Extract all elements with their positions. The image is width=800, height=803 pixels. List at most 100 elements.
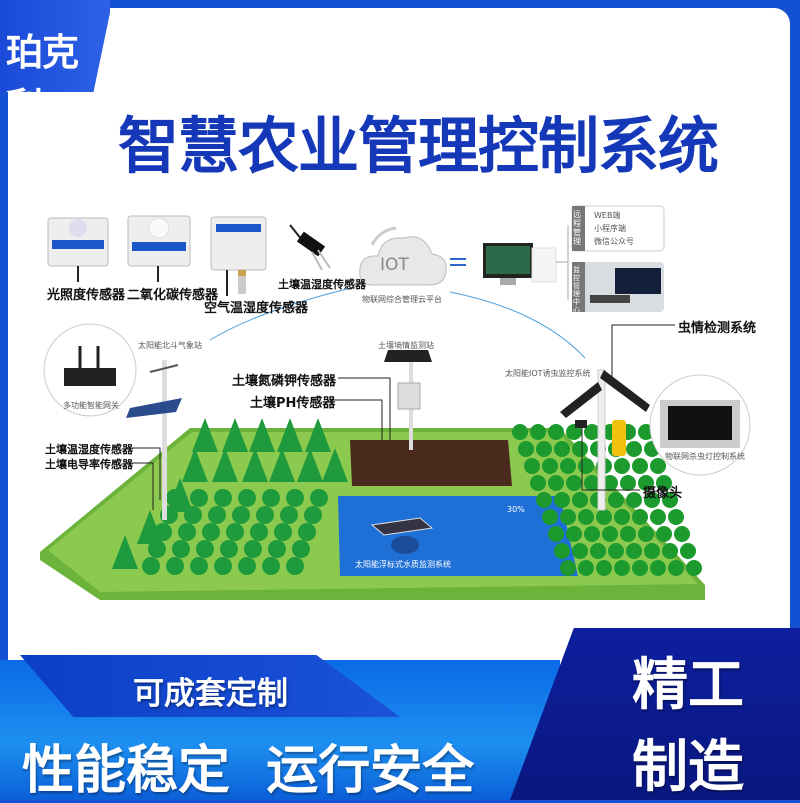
- bush-icon: [286, 489, 304, 507]
- bush-icon: [614, 458, 630, 474]
- bush-icon: [644, 543, 660, 559]
- bush-icon: [668, 509, 684, 525]
- co2-sensor-icon: [127, 215, 191, 282]
- bush-icon: [662, 543, 678, 559]
- link-curve: [209, 286, 356, 341]
- bush-icon: [536, 492, 552, 508]
- bush-icon: [244, 540, 262, 558]
- remote-title: 远程管理: [573, 210, 581, 246]
- bush-icon: [560, 560, 576, 576]
- bush-icon: [250, 523, 268, 541]
- bush-icon: [584, 475, 600, 491]
- bush-icon: [268, 540, 286, 558]
- cloud-label: 物联网综合管理云平台: [362, 295, 442, 304]
- bush-icon: [262, 557, 280, 575]
- bush-icon: [650, 458, 666, 474]
- bush-icon: [190, 557, 208, 575]
- bush-icon: [542, 509, 558, 525]
- light-sensor-icon: [47, 217, 109, 282]
- bush-icon: [196, 540, 214, 558]
- iot-cloud-icon: [359, 226, 447, 286]
- bush-icon: [238, 489, 256, 507]
- bush-icon: [650, 509, 666, 525]
- bush-icon: [548, 424, 564, 440]
- bush-icon: [638, 475, 654, 491]
- camera-icon: [575, 420, 587, 428]
- camera-label: 摄像头: [643, 486, 683, 501]
- bush-icon: [184, 506, 202, 524]
- bush-icon: [220, 540, 238, 558]
- bush-icon: [620, 526, 636, 542]
- center-title: 监控管理中心: [573, 266, 580, 314]
- bush-icon: [542, 458, 558, 474]
- tree-icon: [322, 448, 348, 482]
- bush-icon: [566, 526, 582, 542]
- bush-icon: [656, 475, 672, 491]
- soil-station-label: 土壤墒情监测站: [378, 341, 434, 350]
- bush-icon: [572, 441, 588, 457]
- bush-icon: [208, 506, 226, 524]
- gateway-icon: [43, 323, 137, 417]
- bush-icon: [178, 523, 196, 541]
- bush-icon: [590, 543, 606, 559]
- bush-icon: [662, 492, 678, 508]
- bush-icon: [560, 509, 576, 525]
- ph-label: 土壤PH传感器: [250, 396, 336, 411]
- tree-icon: [192, 418, 218, 452]
- custom-text: 可成套定制: [133, 676, 288, 712]
- bush-icon: [578, 509, 594, 525]
- bush-icon: [578, 458, 594, 474]
- soil-station-icon: [384, 350, 432, 450]
- bush-icon: [154, 523, 172, 541]
- bush-icon: [554, 441, 570, 457]
- bush-icon: [668, 560, 684, 576]
- pest-system-label: 虫情检测系统: [678, 321, 757, 336]
- connector-line: [556, 225, 569, 300]
- bush-icon: [656, 526, 672, 542]
- bush-icon: [632, 560, 648, 576]
- bush-icon: [650, 560, 666, 576]
- bush-icon: [638, 526, 654, 542]
- bush-icon: [554, 492, 570, 508]
- remote-item: 微信公众号: [594, 237, 634, 246]
- bush-icon: [280, 506, 298, 524]
- bush-icon: [256, 506, 274, 524]
- bush-icon: [584, 424, 600, 440]
- bush-icon: [680, 543, 696, 559]
- bush-icon: [602, 475, 618, 491]
- bush-icon: [566, 475, 582, 491]
- bush-icon: [644, 492, 660, 508]
- bush-icon: [596, 509, 612, 525]
- pond: [338, 496, 578, 576]
- bush-icon: [608, 492, 624, 508]
- system-illustration: [40, 205, 751, 600]
- bush-icon: [548, 526, 564, 542]
- bush-icon: [572, 543, 588, 559]
- pest-monitor-label: 太阳能IOT诱虫监控系统: [505, 369, 591, 378]
- tree-icon: [305, 418, 331, 452]
- lamp-controller-bubble: [649, 374, 751, 476]
- bush-icon: [232, 506, 250, 524]
- bush-icon: [298, 523, 316, 541]
- water-reading: 30%: [507, 505, 525, 514]
- bush-icon: [262, 489, 280, 507]
- bush-icon: [166, 557, 184, 575]
- bush-icon: [190, 489, 208, 507]
- bush-icon: [536, 441, 552, 457]
- tree-icon: [277, 418, 303, 452]
- bush-icon: [292, 540, 310, 558]
- bush-icon: [632, 458, 648, 474]
- bush-icon: [674, 526, 690, 542]
- remote-item: 小程序端: [594, 224, 626, 233]
- tree-icon: [182, 448, 208, 482]
- bush-icon: [512, 424, 528, 440]
- bush-icon: [530, 424, 546, 440]
- bush-icon: [166, 489, 184, 507]
- weather-station-label: 太阳能北斗气象站: [138, 341, 202, 350]
- tree-icon: [269, 448, 295, 482]
- brand-logo: 珀克利: [0, 0, 110, 92]
- bush-icon: [304, 506, 322, 524]
- gateway-label: 多功能智能网关: [63, 401, 119, 410]
- tree-icon: [212, 448, 238, 482]
- bush-icon: [310, 489, 328, 507]
